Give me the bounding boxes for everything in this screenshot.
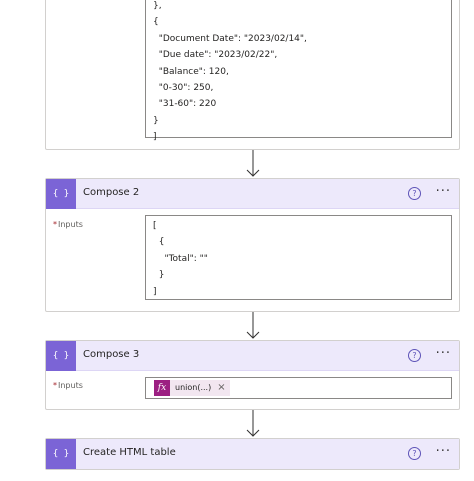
compose-action-icon: { } bbox=[46, 341, 76, 371]
code-line: "Due date": "2023/02/22", bbox=[153, 50, 278, 61]
compose-3-inputs-editor[interactable]: fx union(...) × bbox=[145, 377, 452, 399]
code-line: "Balance": 120, bbox=[153, 66, 229, 77]
code-line: "0-30": 250, bbox=[153, 82, 214, 93]
code-line: "Document Date": "2023/02/14", bbox=[153, 33, 307, 44]
help-icon[interactable]: ? bbox=[408, 447, 421, 460]
more-options-icon[interactable]: ··· bbox=[435, 444, 451, 459]
compose-2-card: { } Compose 2 ? ··· *Inputs [ { "Total":… bbox=[45, 178, 460, 312]
function-icon: fx bbox=[154, 380, 170, 396]
compose-3-card: { } Compose 3 ? ··· *Inputs fx union(...… bbox=[45, 340, 460, 410]
code-line: "31-60": 220 bbox=[153, 99, 217, 110]
required-marker: * bbox=[53, 381, 57, 390]
create-html-table-card: { } Create HTML table ? ··· bbox=[45, 438, 460, 470]
flow-arrow-down-icon bbox=[246, 410, 260, 437]
more-options-icon[interactable]: ··· bbox=[435, 184, 451, 199]
flow-arrow-down-icon bbox=[246, 312, 260, 339]
compose-2-title: Compose 2 bbox=[83, 187, 140, 198]
compose-1-inputs-editor[interactable]: }, { "Document Date": "2023/02/14", "Due… bbox=[145, 0, 452, 142]
data-operation-action-icon: { } bbox=[46, 439, 76, 469]
code-line: ] bbox=[153, 132, 157, 143]
remove-token-icon[interactable]: × bbox=[217, 381, 226, 393]
code-line: } bbox=[153, 270, 165, 281]
code-line: ] bbox=[153, 286, 157, 297]
code-line: { bbox=[153, 17, 159, 28]
compose-3-title: Compose 3 bbox=[83, 349, 140, 360]
compose-3-header[interactable]: { } Compose 3 ? ··· bbox=[46, 341, 459, 371]
compose-1-card: }, { "Document Date": "2023/02/14", "Due… bbox=[45, 0, 460, 150]
compose-2-header[interactable]: { } Compose 2 ? ··· bbox=[46, 179, 459, 209]
more-options-icon[interactable]: ··· bbox=[435, 346, 451, 361]
code-line: "Total": "" bbox=[153, 253, 208, 264]
expression-token[interactable]: fx union(...) × bbox=[154, 380, 230, 396]
create-html-table-title: Create HTML table bbox=[83, 447, 176, 458]
code-line: { bbox=[153, 237, 165, 248]
create-html-table-header[interactable]: { } Create HTML table ? ··· bbox=[46, 439, 459, 469]
compose-action-icon: { } bbox=[46, 179, 76, 209]
inputs-label: *Inputs bbox=[53, 381, 83, 390]
help-icon[interactable]: ? bbox=[408, 349, 421, 362]
code-line: }, bbox=[153, 1, 162, 11]
required-marker: * bbox=[53, 220, 57, 229]
expression-token-label: union(...) bbox=[175, 382, 212, 392]
code-line: [ bbox=[153, 221, 157, 231]
code-line: } bbox=[153, 115, 159, 126]
flow-arrow-down-icon bbox=[246, 150, 260, 177]
inputs-label: *Inputs bbox=[53, 220, 83, 229]
help-icon[interactable]: ? bbox=[408, 187, 421, 200]
compose-2-inputs-editor[interactable]: [ { "Total": "" } ] bbox=[145, 215, 452, 300]
